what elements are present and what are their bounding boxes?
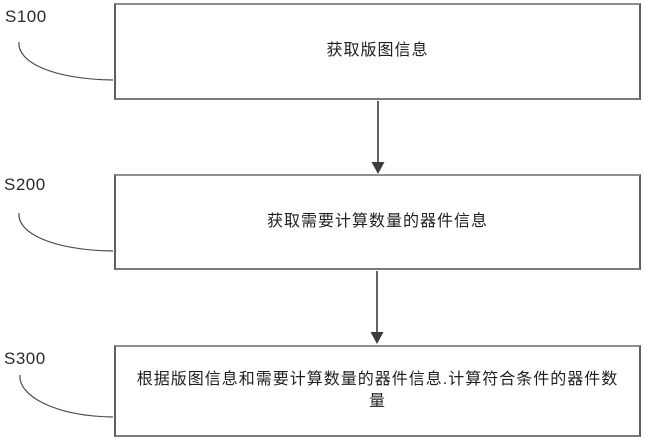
process-box-s100-text: 获取版图信息 bbox=[326, 42, 429, 60]
step-callout-curve-s200 bbox=[18, 212, 114, 252]
process-box-s200-text: 获取需要计算数量的器件信息 bbox=[266, 212, 488, 230]
step-label-s200: S200 bbox=[4, 175, 46, 194]
step-callout-curve-s100 bbox=[18, 41, 114, 81]
arrowhead-down-icon bbox=[371, 162, 385, 174]
step-label-s100: S100 bbox=[5, 7, 47, 26]
step-label-s300: S300 bbox=[4, 349, 46, 368]
process-box-s300: 根据版图信息和需要计算数量的器件信息.计算符合条件的器件数量 bbox=[114, 345, 641, 437]
process-box-s200: 获取需要计算数量的器件信息 bbox=[114, 174, 641, 270]
process-box-s300-text: 根据版图信息和需要计算数量的器件信息.计算符合条件的器件数量 bbox=[136, 370, 619, 410]
process-box-s100: 获取版图信息 bbox=[114, 3, 641, 100]
step-callout-curve-s300 bbox=[19, 374, 114, 418]
arrowhead-down-icon bbox=[370, 332, 384, 344]
